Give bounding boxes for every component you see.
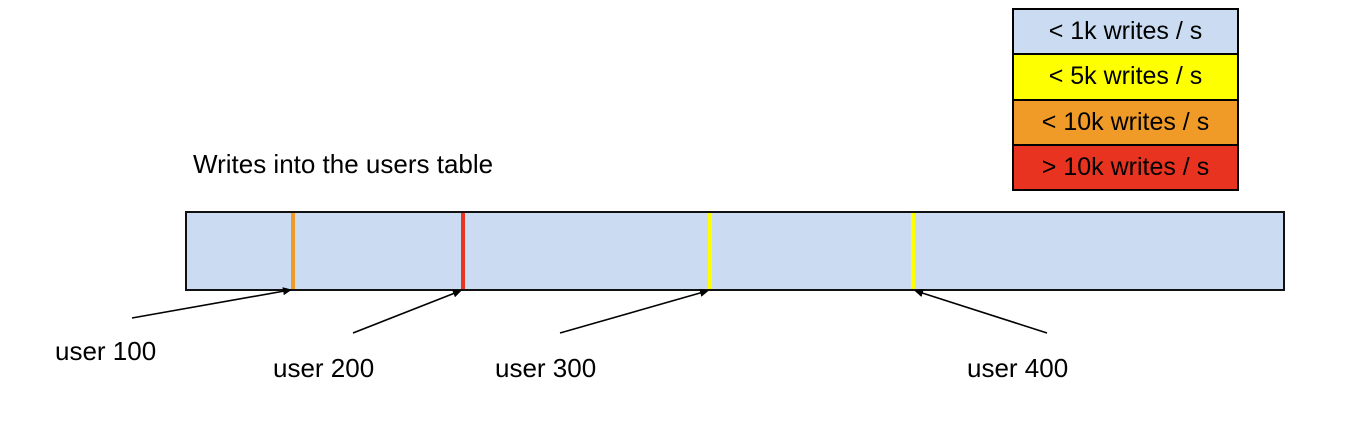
arrow-user-300 — [559, 289, 709, 334]
user-label-200: user 200 — [273, 353, 375, 383]
arrow-user-100 — [131, 287, 292, 319]
user-label-300: user 300 — [495, 353, 597, 383]
legend-item-lt-1k: < 1k writes / s — [1012, 8, 1239, 56]
diagram-title: Writes into the users table — [193, 149, 494, 179]
legend-item-lt-5k: < 5k writes / s — [1012, 53, 1239, 101]
user-label-400: user 400 — [967, 353, 1069, 383]
user-label-100: user 100 — [55, 336, 157, 366]
arrow-user-400 — [914, 289, 1048, 334]
users-table-bar — [185, 211, 1285, 291]
hotspot-line-user-400 — [911, 213, 915, 289]
hotspot-line-user-100 — [291, 213, 295, 289]
legend-item-lt-10k: < 10k writes / s — [1012, 98, 1239, 146]
hotspot-line-user-300 — [708, 213, 712, 289]
legend-item-gt-10k: > 10k writes / s — [1012, 143, 1239, 191]
arrow-user-200 — [352, 289, 462, 334]
legend: < 1k writes / s < 5k writes / s < 10k wr… — [1012, 8, 1239, 191]
hotspot-line-user-200 — [461, 213, 465, 289]
